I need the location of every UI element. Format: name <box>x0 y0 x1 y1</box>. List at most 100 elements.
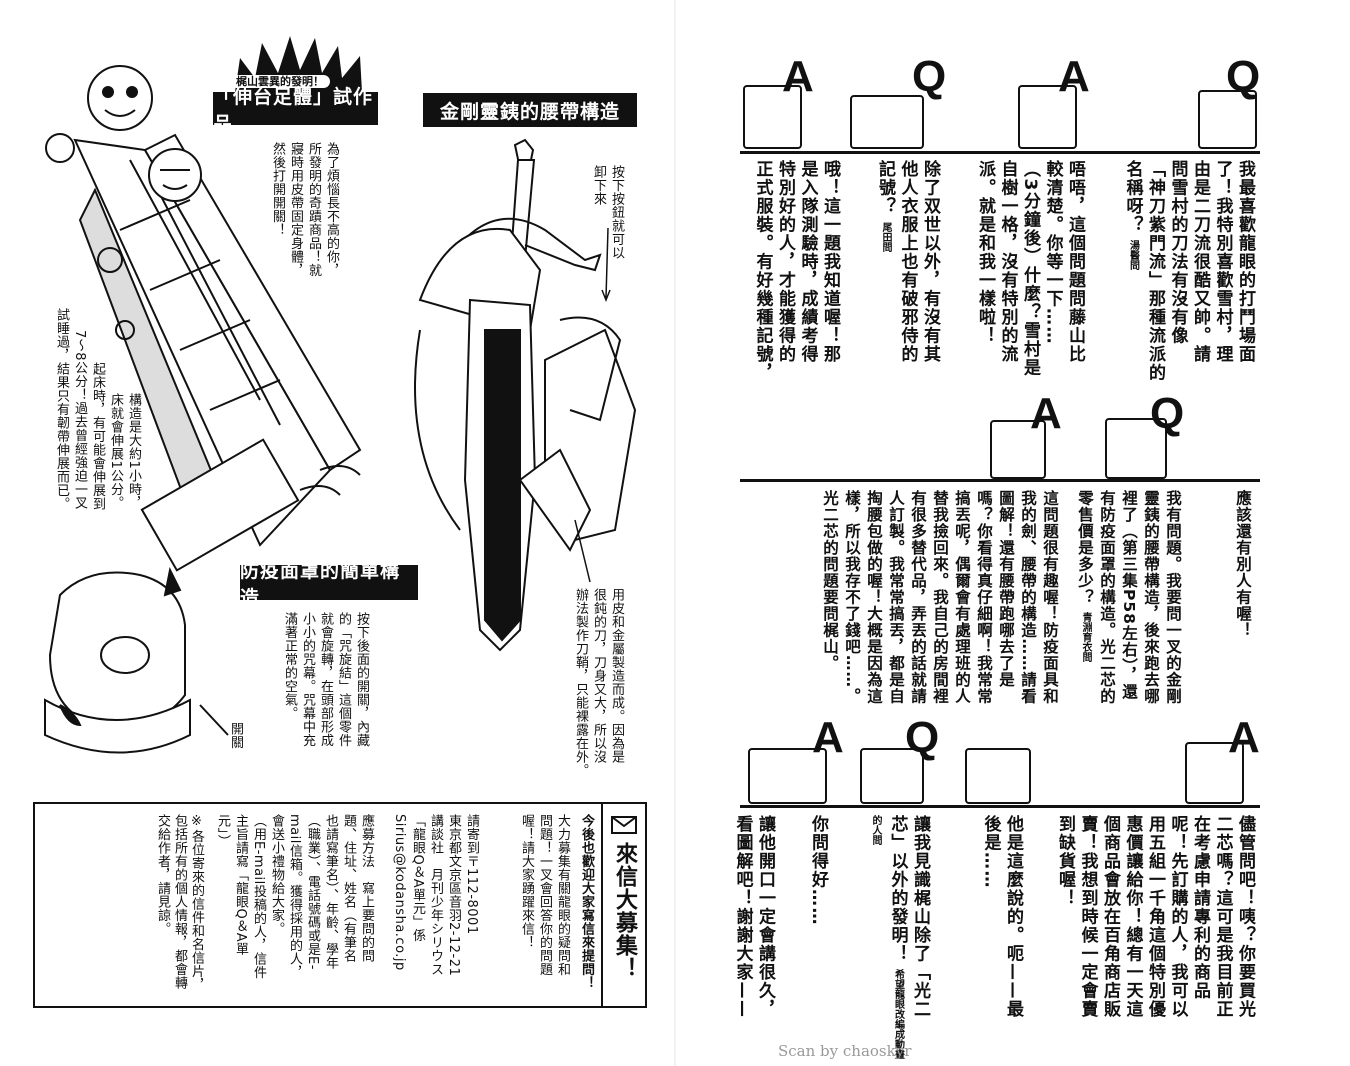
asker-name: 尾田問 <box>880 221 891 252</box>
question-3: 我有問題。我要問一叉的金剛靈銕的腰帶構造，後來跑去哪裡了（第三集P58左右），還… <box>1074 490 1184 705</box>
text-column: ※各位寄來的信件和名信片， <box>189 814 204 992</box>
text-column: 你問得好…… <box>808 815 828 926</box>
answer-4: 儘管問吧！咦？你要買光二芯嗎？這可是我目前正在考慮申請專利的商品呢！先訂購的人，… <box>1054 815 1257 1019</box>
text-column: 賣！我想到時候一定會賣 <box>1077 815 1098 1019</box>
text-column: 有很多替代品，弄丟的話就請 <box>909 490 927 705</box>
answer-5: 你問得好…… <box>807 815 830 926</box>
switch-label: 開關 <box>228 722 243 749</box>
text-column: 圖解！還有腰帶跑哪去了是 <box>997 490 1015 688</box>
answer-marker: A <box>1058 52 1090 101</box>
text-column: 用五組一千角這個特別優 <box>1145 815 1165 1019</box>
text-column: 小小的咒幕。咒幕中充 <box>300 612 315 747</box>
text-column: 7～8公分！過去曾經強迫一叉 <box>72 330 87 510</box>
text-column: 記號？尾田問 <box>875 160 895 252</box>
text-column: 由是二刀流很酷又帥。請 <box>1190 160 1210 364</box>
asker-name: 希望龍眼改編成動畫的人問 <box>870 815 904 1059</box>
text-column: 讓我見識梶山除了「光二 <box>910 815 930 1019</box>
text-column: 我的劍、腰帶的構造……請看 <box>1019 490 1037 705</box>
mail-recruitment-box: 來信大募集！ 今後也歡迎大家寫信來提問！ 大力募集有關龍眼的疑問和問題！一叉會回… <box>33 802 647 1008</box>
text-column: 包括所有的個人情報，都會轉 <box>172 814 187 990</box>
text-column: 也請寫筆名）、年齡、學年 <box>323 814 338 970</box>
text-column: 我最喜歡龍眼的打鬥場面 <box>1235 160 1255 364</box>
text-column: 讓他開口一定會講很久， <box>755 815 775 1019</box>
text-column: 然後打開開關！ <box>270 142 285 237</box>
text-column: 光二芯的問題要問梶山。 <box>821 490 839 672</box>
page-gutter <box>674 0 676 1066</box>
answer-marker: A <box>1030 389 1062 438</box>
narration: 他是這麼說的。呃——最後是…… <box>979 815 1024 1019</box>
text-column: 除了双世以外，有沒有其 <box>920 160 940 364</box>
gas-mask-illustration <box>44 566 229 754</box>
text-column: 我有問題。我要問一叉的金剛 <box>1164 490 1182 705</box>
text-column: 「神刀紫門流」那種流派的 <box>1145 160 1165 382</box>
question-2: 除了双世以外，有沒有其他人衣服上也有破邪侍的記號？尾田問 <box>874 160 942 364</box>
mail-title-panel: 來信大募集！ <box>601 804 645 1006</box>
character-face-avatar <box>743 85 802 149</box>
text-column: 元」） <box>215 814 230 848</box>
text-column: 按下按鈕就可以 <box>609 165 624 260</box>
character-face-avatar <box>1018 85 1077 149</box>
text-column: 在考慮申請專利的商品 <box>1190 815 1210 1000</box>
text-column: 他人衣服上也有破邪侍的 <box>897 160 918 364</box>
answer-marker: A <box>812 713 844 762</box>
text-column: 床就會伸展1公分。 <box>108 393 123 510</box>
answer-marker: A <box>782 52 814 101</box>
text-column: 試睡過，結果只有韌帶伸展而已。 <box>54 307 69 511</box>
text-column: 題、住址、姓名（有筆名 <box>341 814 356 963</box>
text-column: 很鈍的刀，刀身又大，所以沒 <box>591 588 606 764</box>
text-column: 應募方法 寫上要問的問 <box>359 814 374 963</box>
illustrations <box>44 36 637 754</box>
answer-6: 讓他開口一定會講很久，看圖解吧！謝謝大家—— <box>731 815 776 1019</box>
text-column: 就會旋轉，在頭部形成 <box>318 612 333 747</box>
text-column: 嗎？你看得真仔細啊！我常常 <box>975 490 993 705</box>
answer-marker: A <box>1228 713 1260 762</box>
character-face-avatar <box>748 748 827 804</box>
text-column: 替我撿回來。我自己的房間裡 <box>931 490 949 705</box>
reader-face-avatar <box>1198 90 1257 149</box>
text-column: 呢！先訂購的人，我可以 <box>1167 815 1188 1019</box>
mail-method: 應募方法 寫上要問的問題、住址、姓名（有筆名也請寫筆名）、年齡、學年（職業）、電… <box>213 814 375 979</box>
arrow-line <box>574 519 591 583</box>
text-column: 零售價是多少？青淵育衣問 <box>1076 490 1094 662</box>
mail-title: 來信大募集！ <box>612 842 637 980</box>
text-column: 卸下來 <box>591 165 606 206</box>
text-column: 的「咒旋結」這個零件 <box>336 612 351 747</box>
text-column: 主旨請寫「龍眼Q＆A單 <box>233 814 248 956</box>
text-column: 了！我特別喜歡雪村，理 <box>1212 160 1233 364</box>
text-column: 寢時用皮帶固定身體， <box>288 142 303 277</box>
text-column: 人訂製。我常常搞丟，都是自 <box>887 490 905 705</box>
text-column: 特別好的人，才能獲得的 <box>775 160 795 364</box>
text-column: Sirius@kodansha.co.jp <box>392 814 407 971</box>
text-column: 後是…… <box>980 815 1001 889</box>
text-column: （3分鐘後）什麼？雪村是 <box>1020 160 1040 377</box>
text-column: 到缺貨喔！ <box>1055 815 1075 908</box>
text-column: 個商品會放在百角商店販 <box>1100 815 1120 1019</box>
text-column: 用皮和金屬製造而成。因為是 <box>609 588 624 764</box>
text-column: 構造是大約1小時， <box>126 393 141 510</box>
text-column: 起床時，有可能會伸展到 <box>90 361 105 511</box>
button-note: 按下按鈕就可以卸下來 <box>589 165 625 260</box>
answer-1: 唔唔，這個問題問藤山比較清楚。你等一下……（3分鐘後）什麼？雪村是自樹一格，沒有… <box>974 160 1087 377</box>
text-column: 儘管問吧！咦？你要買光 <box>1235 815 1255 1019</box>
arrow-line <box>601 227 611 303</box>
character-face-avatar <box>1185 742 1244 804</box>
row-divider <box>740 479 1260 482</box>
text-column: 這問題很有趣喔！防疫面具和 <box>1041 490 1059 705</box>
sword-belt-illustration <box>414 138 637 652</box>
text-column: 唔唔，這個問題問藤山比 <box>1065 160 1085 364</box>
text-column: 交給作者，請見諒。 <box>155 814 170 936</box>
text-column: 靈銕的腰帶構造，後來跑去哪 <box>1142 490 1160 705</box>
envelope-icon <box>611 816 637 834</box>
burst-caption: 梶山雲異的發明！ <box>230 75 330 88</box>
scan-credit: Scan by chaoskyr <box>778 1042 912 1060</box>
answer-3: 這問題很有趣喔！防疫面具和我的劍、腰帶的構造……請看圖解！還有腰帶跑哪去了是嗎？… <box>819 490 1061 705</box>
row-divider <box>740 805 1260 808</box>
text-column: 辦法製作刀鞘，只能裸露在外。 <box>573 588 588 777</box>
question-1: 我最喜歡龍眼的打鬥場面了！我特別喜歡雪村，理由是二刀流很酷又帥。請問雪村的刀法有… <box>1121 160 1256 382</box>
text-column: 「龍眼Q＆A單元」係 <box>410 814 425 943</box>
text-column: 自樹一格，沒有特別的流 <box>997 160 1018 364</box>
reader-face-avatar <box>1105 418 1167 479</box>
text-column: 應該還有別人有喔！ <box>1234 490 1252 639</box>
text-column: 東京都文京區音羽2-12-21 <box>446 814 461 977</box>
